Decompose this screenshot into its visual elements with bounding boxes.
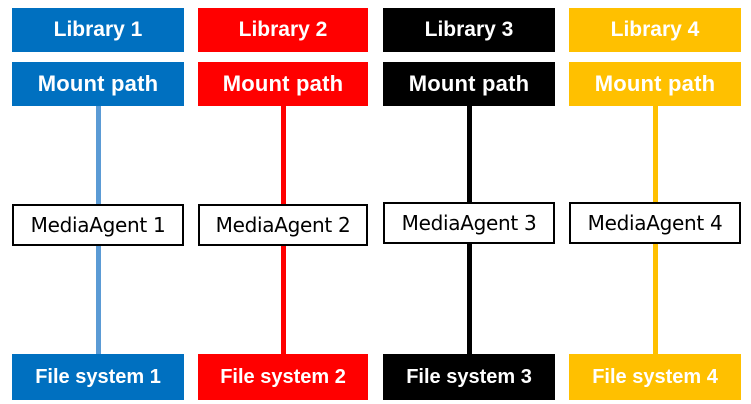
- library-2-mount-path: Mount path: [198, 62, 368, 106]
- connector-mount-to-mediaagent-1: [96, 106, 101, 206]
- file-system-4: File system 4: [569, 354, 741, 400]
- connector-mediaagent-to-filesystem-2: [281, 246, 286, 354]
- connector-mount-to-mediaagent-3: [467, 106, 472, 206]
- library-1-mount-path: Mount path: [12, 62, 184, 106]
- library-4-header: Library 4: [569, 8, 741, 52]
- library-3-header: Library 3: [383, 8, 555, 52]
- file-system-2: File system 2: [198, 354, 368, 400]
- library-2-header: Library 2: [198, 8, 368, 52]
- library-1-header: Library 1: [12, 8, 184, 52]
- library-3-mount-path: Mount path: [383, 62, 555, 106]
- mediaagent-1: MediaAgent 1: [12, 204, 184, 246]
- connector-mediaagent-to-filesystem-1: [96, 246, 101, 354]
- library-4-mount-path: Mount path: [569, 62, 741, 106]
- file-system-3: File system 3: [383, 354, 555, 400]
- file-system-1: File system 1: [12, 354, 184, 400]
- connector-mediaagent-to-filesystem-4: [653, 244, 658, 354]
- mediaagent-2: MediaAgent 2: [198, 204, 368, 246]
- connector-mount-to-mediaagent-2: [281, 106, 286, 206]
- connector-mediaagent-to-filesystem-3: [467, 244, 472, 354]
- mediaagent-3: MediaAgent 3: [383, 202, 555, 244]
- connector-mount-to-mediaagent-4: [653, 106, 658, 206]
- mediaagent-4: MediaAgent 4: [569, 202, 741, 244]
